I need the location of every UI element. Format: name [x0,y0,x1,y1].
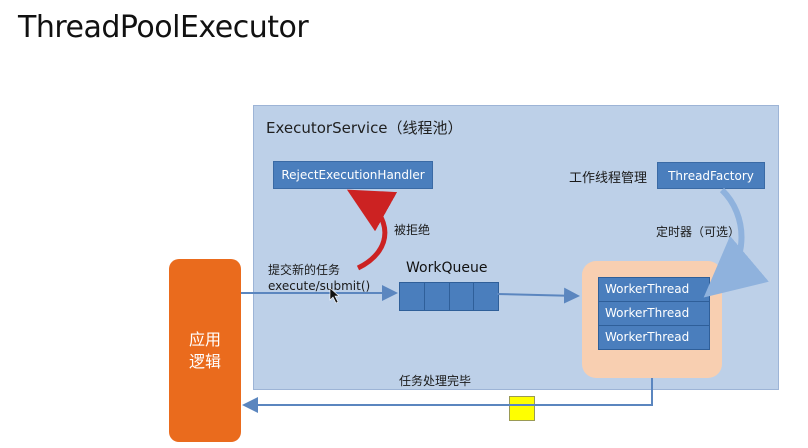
task-done-label: 任务处理完毕 [399,374,472,388]
page-title: ThreadPoolExecutor [18,10,309,45]
reject-arrow [346,189,398,271]
thread-factory-arrow [703,187,769,298]
work-queue-label: WorkQueue [406,260,488,276]
timer-label: 定时器（可选） [656,225,741,239]
cursor-icon [329,287,340,304]
submit-label-line2: execute/submit() [268,279,371,293]
worker-thread-list: WorkerThread WorkerThread WorkerThread [598,277,710,350]
queue-slot [474,283,498,310]
reject-execution-handler: RejectExecutionHandler [273,161,433,189]
dispatch-arrow [496,287,580,304]
worker-thread: WorkerThread [599,278,709,302]
queue-slot [424,283,450,310]
executor-service-label: ExecutorService（线程池） [266,119,463,137]
app-label-line1: 应用 [188,329,221,349]
work-queue [399,282,499,311]
result-token [509,396,535,421]
worker-thread: WorkerThread [599,326,709,349]
application-logic: 应用 逻辑 [169,259,241,442]
submit-label: 提交新的任务 execute/submit() [268,262,370,294]
submit-label-line1: 提交新的任务 [268,263,341,277]
queue-slot [400,283,425,310]
return-arrow [242,378,653,413]
worker-thread: WorkerThread [599,302,709,326]
worker-manager-label: 工作线程管理 [569,171,648,186]
queue-slot [449,283,475,310]
thread-factory: ThreadFactory [657,162,765,189]
rejected-label: 被拒绝 [394,223,431,237]
app-label-line2: 逻辑 [188,351,221,371]
